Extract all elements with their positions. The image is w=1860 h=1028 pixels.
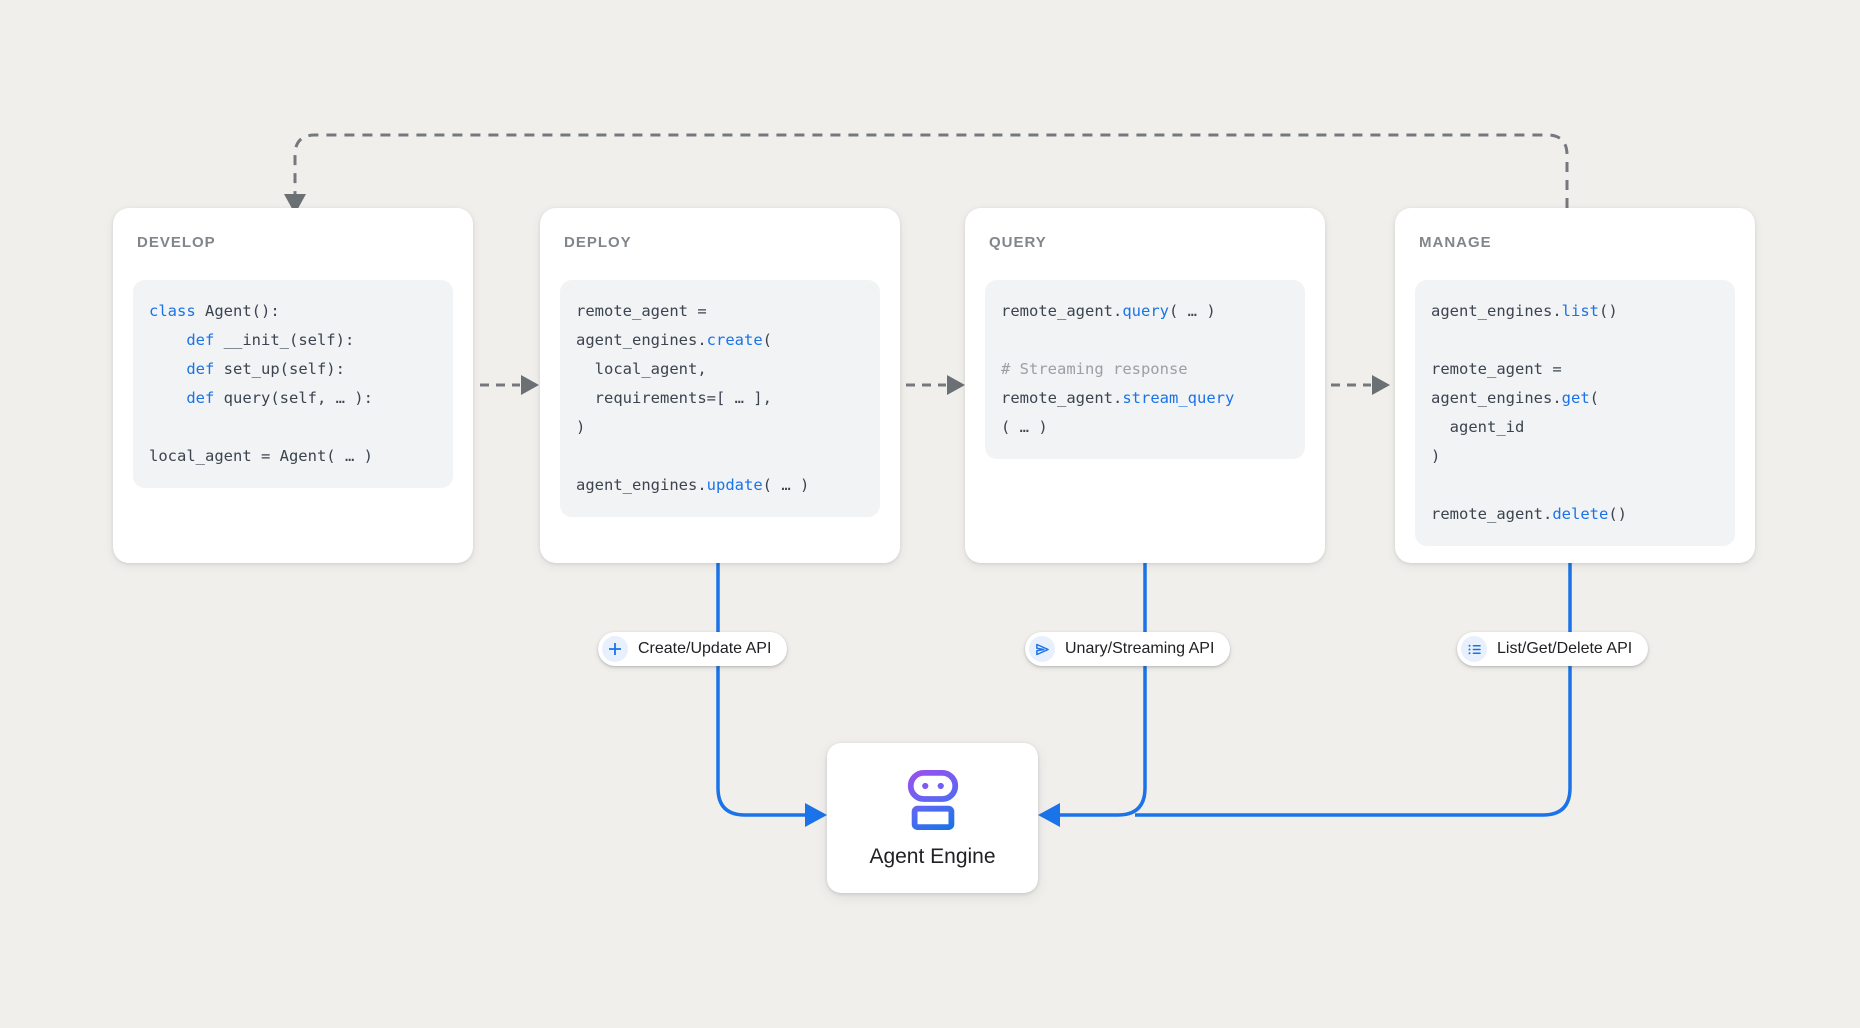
code-line: requirements=[ … ],	[576, 389, 772, 407]
list-get-delete-api-label: List/Get/Delete API	[1497, 640, 1633, 657]
list-icon	[1461, 636, 1487, 662]
unary-streaming-api-badge: Unary/Streaming API	[1025, 632, 1231, 666]
code-line: def query(self, … ):	[186, 389, 373, 407]
code-line	[1431, 471, 1719, 500]
code-line: remote_agent.stream_query	[1001, 389, 1235, 407]
code-line: local_agent = Agent( … )	[149, 447, 373, 465]
code-line: remote_agent.delete()	[1431, 505, 1627, 523]
engine-left-arrowhead-icon	[805, 803, 827, 827]
code-line: agent_engines.list()	[1431, 302, 1618, 320]
manage-to-develop-dashed-loop	[293, 133, 1569, 208]
code-line	[149, 413, 437, 442]
code-line	[576, 442, 864, 471]
agent-engine-node: Agent Engine	[827, 743, 1038, 893]
query-to-engine-line	[1060, 563, 1147, 817]
code-line: agent_id	[1431, 418, 1525, 436]
engine-right-arrowhead-icon	[1038, 803, 1060, 827]
develop-code-block: class Agent(): def __init_(self): def se…	[133, 280, 453, 488]
unary-streaming-api-label: Unary/Streaming API	[1065, 640, 1215, 657]
code-line: local_agent,	[576, 360, 707, 378]
query-code-block: remote_agent.query( … ) # Streaming resp…	[985, 280, 1305, 459]
code-line: agent_engines.create(	[576, 331, 772, 349]
loop-arrowhead-down-icon	[284, 194, 306, 214]
code-line	[1001, 326, 1289, 355]
create-update-api-label: Create/Update API	[638, 640, 772, 657]
agent-engine-label: Agent Engine	[869, 844, 996, 868]
agent-robot-icon	[901, 769, 965, 835]
code-line: agent_engines.get(	[1431, 389, 1599, 407]
develop-card: DEVELOP class Agent(): def __init_(self)…	[113, 208, 473, 563]
develop-card-title: DEVELOP	[137, 234, 216, 251]
deploy-card-title: DEPLOY	[564, 234, 632, 251]
code-line: def set_up(self):	[186, 360, 345, 378]
manage-card: MANAGE agent_engines.list() remote_agent…	[1395, 208, 1755, 563]
deploy-to-engine-line	[716, 563, 805, 817]
code-line: class Agent():	[149, 302, 280, 320]
manage-code-block: agent_engines.list() remote_agent = agent…	[1415, 280, 1735, 546]
code-line: remote_agent =	[576, 302, 707, 320]
code-line: remote_agent =	[1431, 360, 1562, 378]
code-line: # Streaming response	[1001, 360, 1188, 378]
code-line: ( … )	[1001, 418, 1048, 436]
develop-deploy-arrowhead-icon	[521, 375, 539, 395]
plus-icon	[602, 636, 628, 662]
send-icon	[1029, 636, 1055, 662]
list-get-delete-api-badge: List/Get/Delete API	[1457, 632, 1649, 666]
code-line: )	[576, 418, 586, 436]
manage-to-engine-line	[1135, 563, 1572, 817]
query-card-title: QUERY	[989, 234, 1047, 251]
create-update-api-badge: Create/Update API	[598, 632, 788, 666]
manage-card-title: MANAGE	[1419, 234, 1492, 251]
deploy-code-block: remote_agent = agent_engines.create( loca…	[560, 280, 880, 517]
deploy-query-arrowhead-icon	[947, 375, 965, 395]
code-line: agent_engines.update( … )	[576, 476, 810, 494]
query-manage-arrowhead-icon	[1372, 375, 1390, 395]
deploy-card: DEPLOY remote_agent = agent_engines.creat…	[540, 208, 900, 563]
query-card: QUERY remote_agent.query( … ) # Streamin…	[965, 208, 1325, 563]
code-line	[1431, 326, 1719, 355]
code-line: )	[1431, 447, 1441, 465]
code-line: def __init_(self):	[186, 331, 355, 349]
code-line: remote_agent.query( … )	[1001, 302, 1216, 320]
